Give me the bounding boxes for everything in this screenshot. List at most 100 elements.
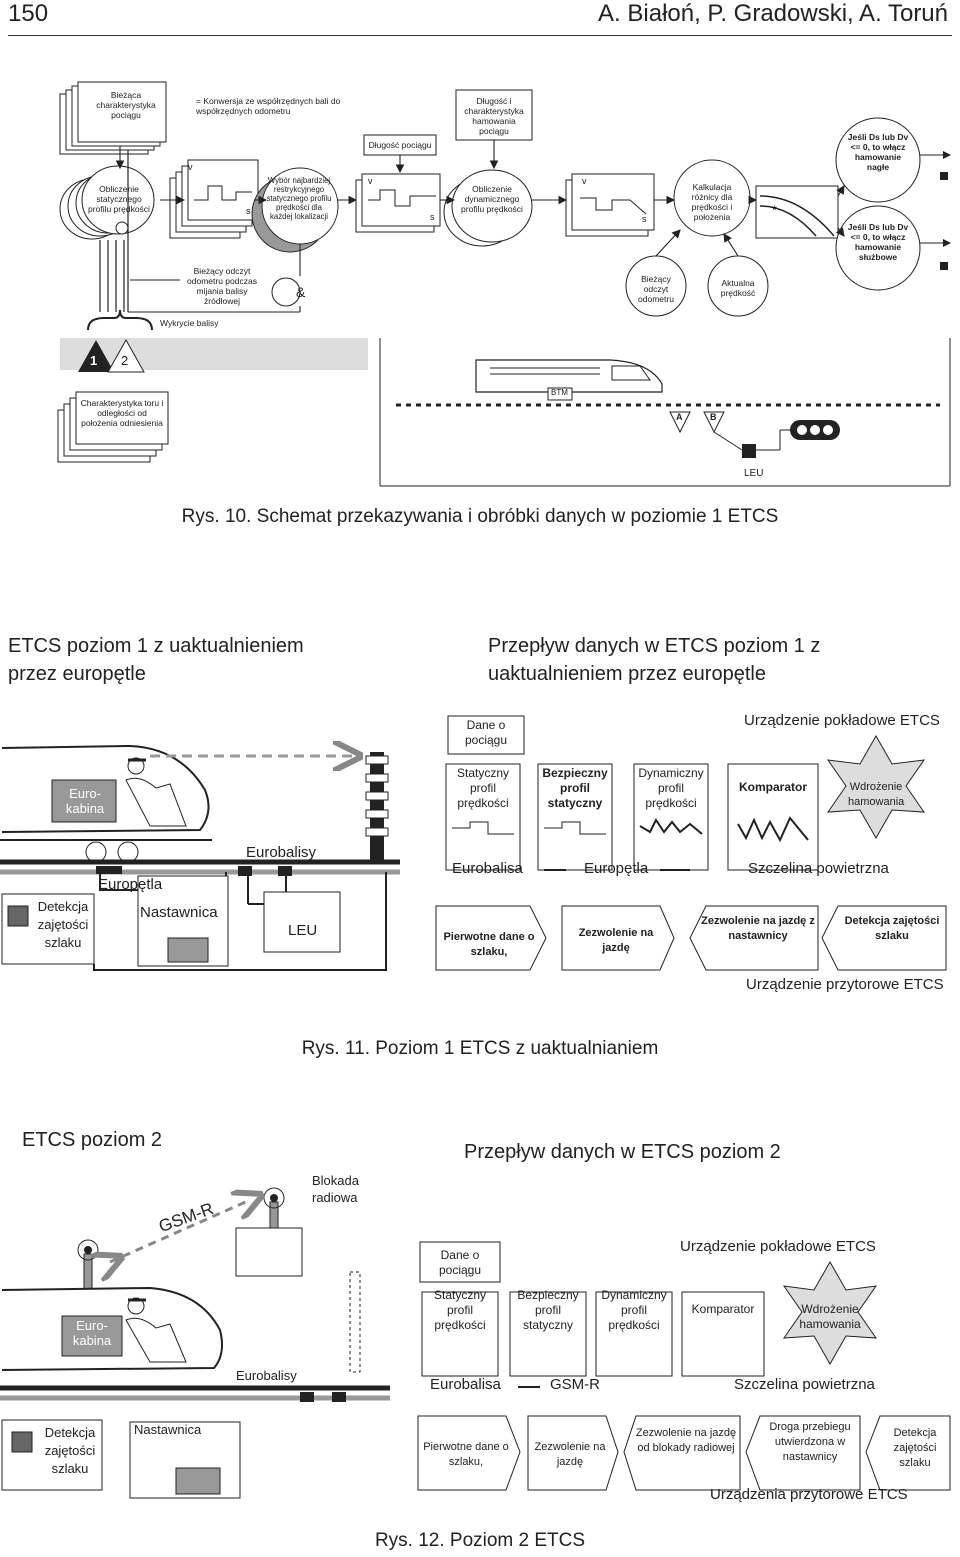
- trackside-row-12: [417, 1415, 951, 1491]
- braking-characteristics-box: [455, 89, 533, 141]
- label-num-1: 1: [90, 353, 98, 368]
- detekcja-label-12: Detekcja zajętości szlaku: [44, 1425, 96, 1476]
- figure-12-caption: Rys. 12. Poziom 2 ETCS: [374, 1530, 586, 1551]
- pokladowe-label: Urządzenie pokładowe ETCS: [744, 712, 940, 729]
- fig12-title-left: ETCS poziom 2: [22, 1129, 163, 1151]
- track-characteristics-stack: [57, 391, 169, 463]
- driver-figure: [125, 757, 187, 827]
- track-movement-authority: Zezwolenie na jazdę: [578, 927, 654, 954]
- balise-a: [669, 411, 691, 434]
- svg-text:*: *: [772, 203, 777, 217]
- speed-profile-stack-1: [169, 159, 259, 239]
- label-s-1: s: [246, 206, 251, 216]
- label-v-1: v: [188, 162, 193, 172]
- service-brake-decision: [835, 205, 921, 291]
- dynamic-profile-stack: [443, 169, 533, 247]
- track-authority-nastawnica: Zezwolenie na jazdę z nastawnicy: [701, 915, 815, 942]
- flow-row-12: [421, 1260, 878, 1377]
- emergency-brake-decision: [835, 117, 921, 203]
- static-profile-stack: [59, 165, 155, 240]
- flow-dynamic-label-12: Dynamiczny profil prędkości: [601, 1288, 667, 1332]
- train-silhouette: [475, 359, 663, 393]
- speed-profile-stack-2: [355, 173, 441, 233]
- running-head-authors: A. Białoń, P. Gradowski, A. Toruń: [598, 0, 948, 27]
- signal-post-12: [349, 1271, 361, 1373]
- current-train-characteristics-stack: [59, 81, 167, 155]
- link-szczelina-12: Szczelina powietrzna: [734, 1376, 875, 1393]
- flow-static-label-12: Statyczny profil prędkości: [433, 1288, 487, 1332]
- label-current-train-char: Bieżąca charakterystyka pociągu: [96, 90, 156, 120]
- detekcja-label: Detekcja zajętości szlaku: [37, 899, 89, 950]
- figure-12-diagram: [0, 1187, 951, 1499]
- label-conversion: = Konwersja ze współrzędnych bali do wsp…: [196, 96, 341, 116]
- label-service-brake: Jeśli Ds lub Dv <= 0, to włącz hamowanie…: [847, 222, 909, 262]
- flow-safe-label-12: Bezpieczny profil statyczny: [517, 1288, 579, 1332]
- balise-b: [703, 411, 725, 434]
- flow-dynamic-label: Dynamiczny profil prędkości: [638, 766, 704, 810]
- driver-figure-12: [125, 1297, 187, 1363]
- train-antenna: [77, 1239, 99, 1295]
- btm-box: [547, 387, 573, 401]
- link-szczelina: Szczelina powietrzna: [748, 860, 889, 877]
- eurokabina-label: Euro-kabina: [65, 786, 105, 816]
- balise-1-marker: [78, 340, 114, 372]
- figure-10-caption: Rys. 10. Schemat przekazywania i obróbki…: [181, 506, 779, 527]
- trackside-row: [435, 905, 947, 971]
- dane-label: Dane o pociągu: [464, 718, 508, 747]
- leu-box-fig11: [263, 891, 341, 953]
- label-v-2: v: [368, 176, 373, 186]
- dane-box-12: [419, 1241, 501, 1283]
- link-gsmr-12: GSM-R: [550, 1376, 600, 1393]
- label-btm: BTM: [551, 388, 568, 397]
- label-track-char: Charakterystyka toru i odległości od poł…: [80, 398, 164, 428]
- flow-row: [445, 734, 926, 871]
- flow-comparator-label-12: Komparator: [691, 1302, 755, 1316]
- track-authority-rbc-12: Zezwolenie na jazdę od blokady radiowej: [635, 1427, 737, 1454]
- rbc-antenna: [263, 1187, 285, 1231]
- label-and-operator: &: [296, 284, 306, 300]
- blokada-label: Blokada radiowa: [312, 1173, 359, 1205]
- eurokabina-box-12: [61, 1315, 123, 1357]
- pokladowe-label-12: Urządzenie pokładowe ETCS: [680, 1238, 876, 1255]
- braking-curve-plot: *: [755, 185, 839, 239]
- flow-safe-label: Bezpieczny profil statyczny: [542, 766, 608, 810]
- flow-braking-label-12: Wdrożenie hamowania: [799, 1302, 861, 1331]
- figure-11-caption: Rys. 11. Poziom 1 ETCS z uaktualnianiem: [301, 1038, 659, 1059]
- link-eurobalisa: Eurobalisa: [452, 860, 523, 877]
- flow-comparator-label: Komparator: [738, 780, 807, 794]
- label-leu: LEU: [744, 468, 764, 479]
- selection-circle-stack: [251, 167, 339, 307]
- nastawnica-label-12: Nastawnica: [134, 1422, 202, 1437]
- figure-11-diagram: [0, 715, 947, 971]
- signal-lamps: [779, 420, 840, 450]
- label-dynamic-profile: Obliczenie dynamicznego profilu prędkośc…: [461, 184, 523, 214]
- eurokabina-box: [51, 779, 117, 823]
- eurokabina-label-12: Euro-kabina: [72, 1318, 112, 1348]
- label-num-2: 2: [121, 353, 129, 368]
- europetla-label: Europętla: [98, 876, 163, 893]
- label-odometer-reading: Bieżący odczyt odometru: [638, 274, 674, 304]
- nastawnica-label: Nastawnica: [140, 904, 218, 921]
- label-odometer-balise: Bieżący odczyt odometru podczas mijania …: [187, 266, 257, 306]
- rbc-building: [235, 1227, 303, 1277]
- track-primary-data: Pierwotne dane o szlaku,: [443, 931, 535, 958]
- signal-post: [365, 752, 389, 862]
- track-primary-data-12: Pierwotne dane o szlaku,: [423, 1441, 509, 1468]
- label-static-profile: Obliczenie statycznego profilu prędkości: [88, 184, 150, 214]
- label-train-length: Długość pociągu: [368, 140, 432, 150]
- label-current-speed: Aktualna prędkość: [720, 278, 756, 298]
- figure-10-diagram: *: [57, 81, 951, 487]
- przytorowe-label-12: Urządzenia przytorowe ETCS: [710, 1486, 908, 1503]
- balise-2-marker: [107, 338, 145, 373]
- link-eurobalisa-12: Eurobalisa: [430, 1376, 501, 1393]
- przytorowe-label: Urządzenie przytorowe ETCS: [746, 976, 944, 993]
- leu-label-fig11: LEU: [288, 922, 318, 939]
- track-detection-12: Detekcja zajętości szlaku: [893, 1427, 937, 1469]
- label-s-2: s: [430, 212, 435, 222]
- track-detection: Detekcja zajętości szlaku: [844, 915, 940, 942]
- flow-static-label: Statyczny profil prędkości: [456, 766, 510, 810]
- fig11-title-right: Przepływ danych w ETCS poziom 1 z uaktua…: [488, 635, 821, 685]
- label-v-3: v: [582, 176, 587, 186]
- label-a: A: [676, 412, 683, 422]
- speed-profile-stack-3: [565, 173, 655, 237]
